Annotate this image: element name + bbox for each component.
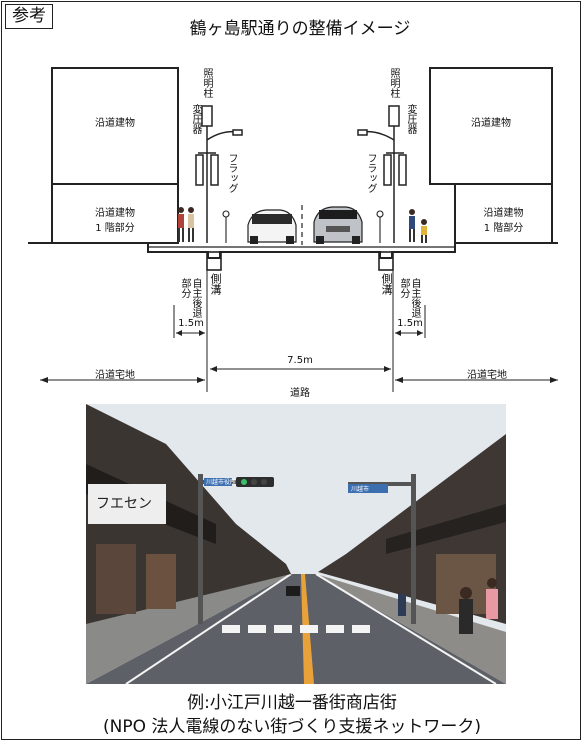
caption-line-1: 例:小江戸川越一番街商店街 xyxy=(187,693,397,713)
transformer-label-left: 変圧器 xyxy=(190,104,201,134)
building-right-lower-label: 沿道建物 1 階部分 xyxy=(455,204,552,234)
lamp-post-label-left: 照明柱 xyxy=(201,68,212,98)
signal-sign-left-text: 川越市役所 xyxy=(206,478,236,486)
setback-width-left: 1.5m xyxy=(178,318,204,329)
gutter-label-left: 側溝 xyxy=(209,273,222,295)
car-right-icon xyxy=(313,206,363,244)
road-width-label: 7.5m xyxy=(287,355,313,366)
gutter-label-right: 側溝 xyxy=(380,273,393,295)
street-photo: フエセン 川越市役所 川越市 xyxy=(86,404,506,684)
building-right-upper-label: 沿道建物 xyxy=(471,118,511,129)
lamp-post-label-right: 照明柱 xyxy=(388,68,399,98)
flag-label-right: フラッグ xyxy=(365,153,376,193)
private-land-left-label: 沿道宅地 xyxy=(95,370,135,381)
signal-sign-right-text: 川越市 xyxy=(351,485,369,493)
setback-label-right: 自主後退部分 xyxy=(398,278,420,318)
street-photo-illustration: フエセン 川越市役所 川越市 xyxy=(86,404,506,684)
building-right-lower-line2: 1 階部分 xyxy=(483,223,524,234)
building-left-lower-label: 沿道建物 1 階部分 xyxy=(52,204,178,234)
building-left-upper-label: 沿道建物 xyxy=(95,118,135,129)
car-left-icon xyxy=(247,209,297,244)
setback-width-right: 1.5m xyxy=(397,318,423,329)
flag-label-left: フラッグ xyxy=(226,153,237,193)
building-left-lower-line1: 沿道建物 xyxy=(95,208,135,219)
transformer-label-right: 変圧器 xyxy=(405,104,416,134)
reference-tag: 参考 xyxy=(5,4,53,29)
street-cross-section-diagram xyxy=(28,67,558,392)
shop-sign-text: フエセン xyxy=(96,496,152,512)
setback-label-left: 自主後退部分 xyxy=(179,278,201,318)
building-right-lower-line1: 沿道建物 xyxy=(483,208,524,219)
page-title: 鶴ヶ島駅通りの整備イメージ xyxy=(189,19,411,39)
building-left-lower-line2: 1 階部分 xyxy=(95,223,135,234)
road-label: 道路 xyxy=(290,388,310,399)
caption-line-2: (NPO 法人電線のない街づくり支援ネットワーク) xyxy=(102,717,482,737)
private-land-right-label: 沿道宅地 xyxy=(467,370,507,381)
